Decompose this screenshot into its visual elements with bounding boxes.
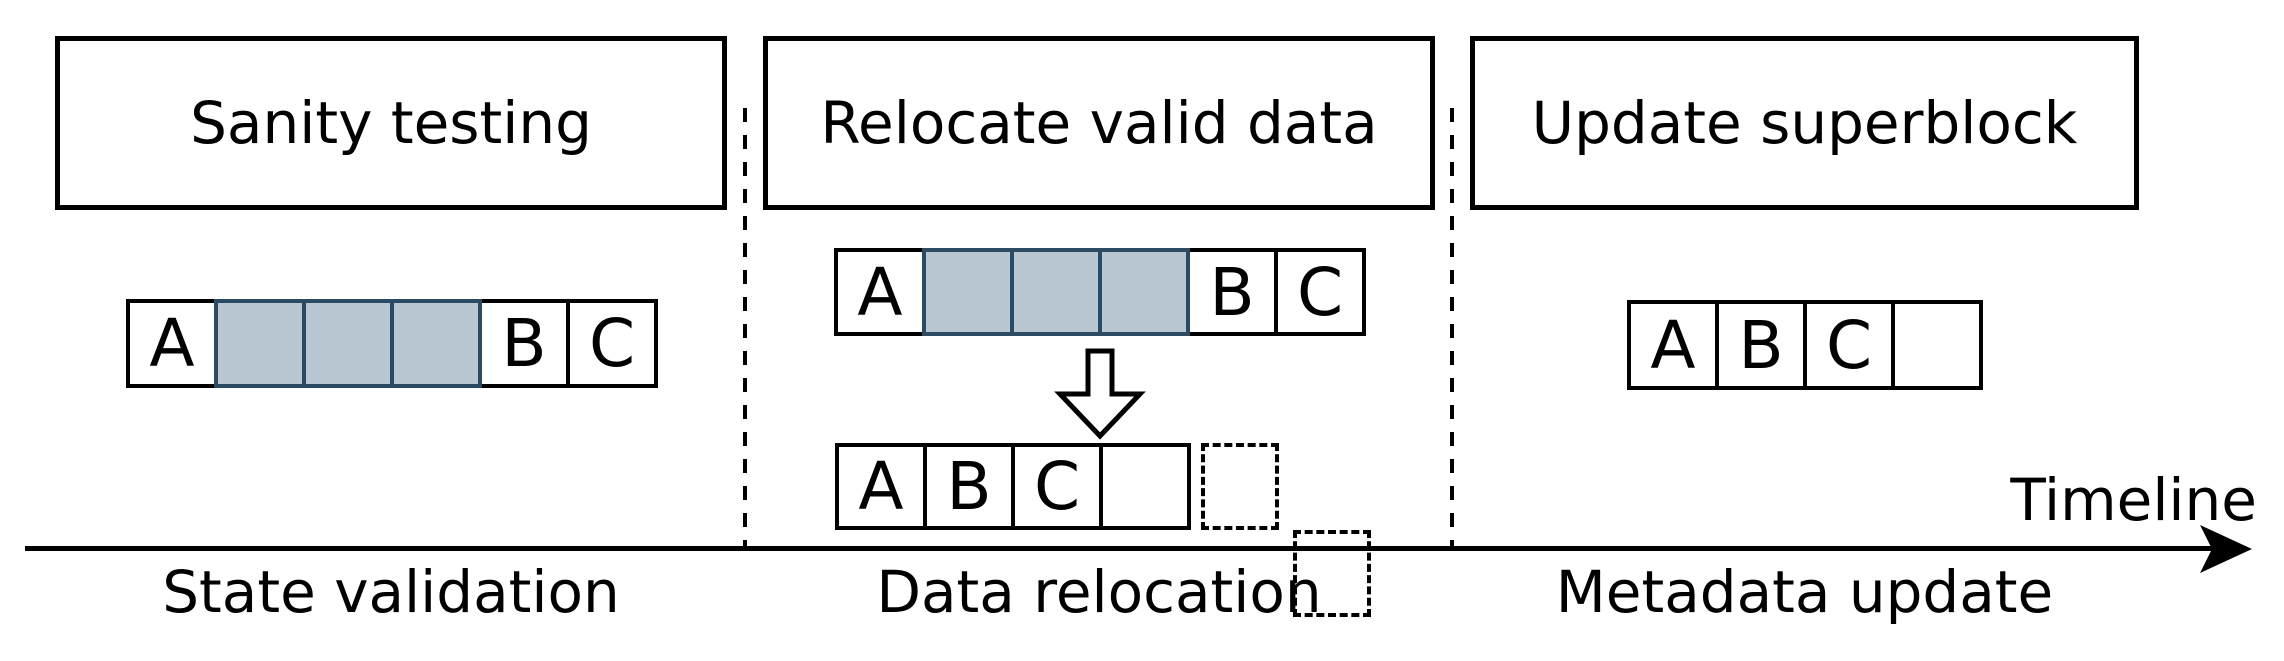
- block-cell: A: [834, 248, 926, 336]
- block-cell-future-dashed: [1201, 443, 1279, 530]
- block-cell: C: [1274, 248, 1366, 336]
- block-cell-shaded: [302, 299, 394, 388]
- phase-label-state-validation: State validation: [162, 558, 620, 626]
- stage-title: Sanity testing: [190, 89, 592, 157]
- block-row-final-state: A B C: [1627, 300, 1983, 390]
- block-row-fragmented-source: A B C: [834, 248, 1366, 336]
- block-cell: A: [1627, 300, 1719, 390]
- phase-separator-dashed-line: [743, 108, 747, 548]
- block-cell: B: [478, 299, 570, 388]
- block-cell: C: [1803, 300, 1895, 390]
- phase-label-metadata-update: Metadata update: [1555, 558, 2054, 626]
- block-cell: A: [126, 299, 218, 388]
- timeline-arrowhead-icon: [2200, 525, 2252, 573]
- block-row-relocated-result: A B C: [835, 443, 1191, 530]
- stage-title: Update superblock: [1531, 89, 2078, 157]
- phase-separator-dashed-line: [1450, 108, 1454, 548]
- block-cell-shaded: [390, 299, 482, 388]
- block-cell-future-dashed: [1293, 530, 1371, 617]
- block-cell-shaded: [1010, 248, 1102, 336]
- block-cell-shaded: [214, 299, 306, 388]
- block-cell: B: [1715, 300, 1807, 390]
- timeline-axis: [25, 546, 2215, 551]
- block-cell: B: [1186, 248, 1278, 336]
- block-row-initial-state: A B C: [126, 299, 658, 388]
- block-cell-shaded: [922, 248, 1014, 336]
- timeline-label: Timeline: [2010, 466, 2257, 534]
- block-cell: B: [923, 443, 1015, 530]
- block-cell: [1891, 300, 1983, 390]
- down-arrow-icon: [1054, 348, 1146, 440]
- phase-label-data-relocation: Data relocation: [876, 558, 1322, 626]
- stage-box-relocate-valid-data: Relocate valid data: [763, 36, 1435, 210]
- block-cell: C: [566, 299, 658, 388]
- block-cell: [1099, 443, 1191, 530]
- block-cell: C: [1011, 443, 1103, 530]
- block-cell-shaded: [1098, 248, 1190, 336]
- stage-box-sanity-testing: Sanity testing: [55, 36, 727, 210]
- stage-box-update-superblock: Update superblock: [1470, 36, 2139, 210]
- stage-title: Relocate valid data: [820, 89, 1378, 157]
- block-cell: A: [835, 443, 927, 530]
